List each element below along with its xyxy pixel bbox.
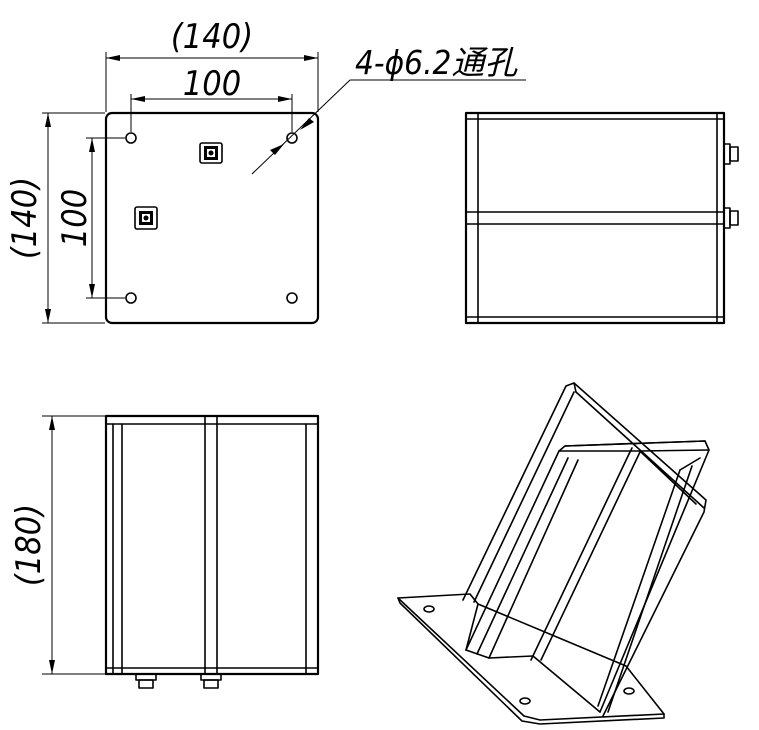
dim-text-width-holes: 100 bbox=[183, 64, 241, 104]
hole-callout-text: 4-ϕ6.2通孔 bbox=[355, 43, 518, 82]
mounting-hole bbox=[125, 292, 137, 304]
dim-text-height-front: (180) bbox=[9, 504, 49, 586]
front-view-outline bbox=[104, 414, 320, 676]
bolt bbox=[135, 673, 157, 689]
dim-text-height-holes: 100 bbox=[55, 189, 95, 247]
dim-text-width-overall: (140) bbox=[171, 17, 253, 57]
iso-base-plate bbox=[397, 593, 665, 721]
square-nut bbox=[134, 206, 158, 230]
iso-rear-web bbox=[462, 382, 707, 717]
bolt bbox=[200, 673, 222, 689]
dimension-width-overall: (140) bbox=[105, 17, 319, 112]
side-view bbox=[464, 111, 739, 325]
hole-callout-leader: 4-ϕ6.2通孔 bbox=[251, 43, 526, 175]
mounting-hole bbox=[286, 292, 298, 304]
bolt bbox=[723, 143, 739, 165]
dimension-height-holes: 100 bbox=[55, 137, 125, 299]
front-view: (180) bbox=[9, 414, 320, 689]
bolt bbox=[723, 207, 739, 229]
mounting-hole bbox=[125, 132, 137, 144]
top-view: (140) 100 (140) 100 bbox=[5, 17, 526, 325]
side-view-outline bbox=[464, 111, 726, 325]
square-nut bbox=[199, 142, 223, 164]
top-view-plate bbox=[104, 111, 320, 325]
mounting-hole bbox=[286, 132, 298, 144]
dimension-height-overall: (140) bbox=[5, 112, 105, 324]
dimension-height-front: (180) bbox=[9, 415, 105, 675]
dimension-width-holes: 100 bbox=[130, 64, 293, 132]
isometric-view bbox=[397, 382, 710, 725]
dim-text-height-overall: (140) bbox=[5, 177, 45, 259]
